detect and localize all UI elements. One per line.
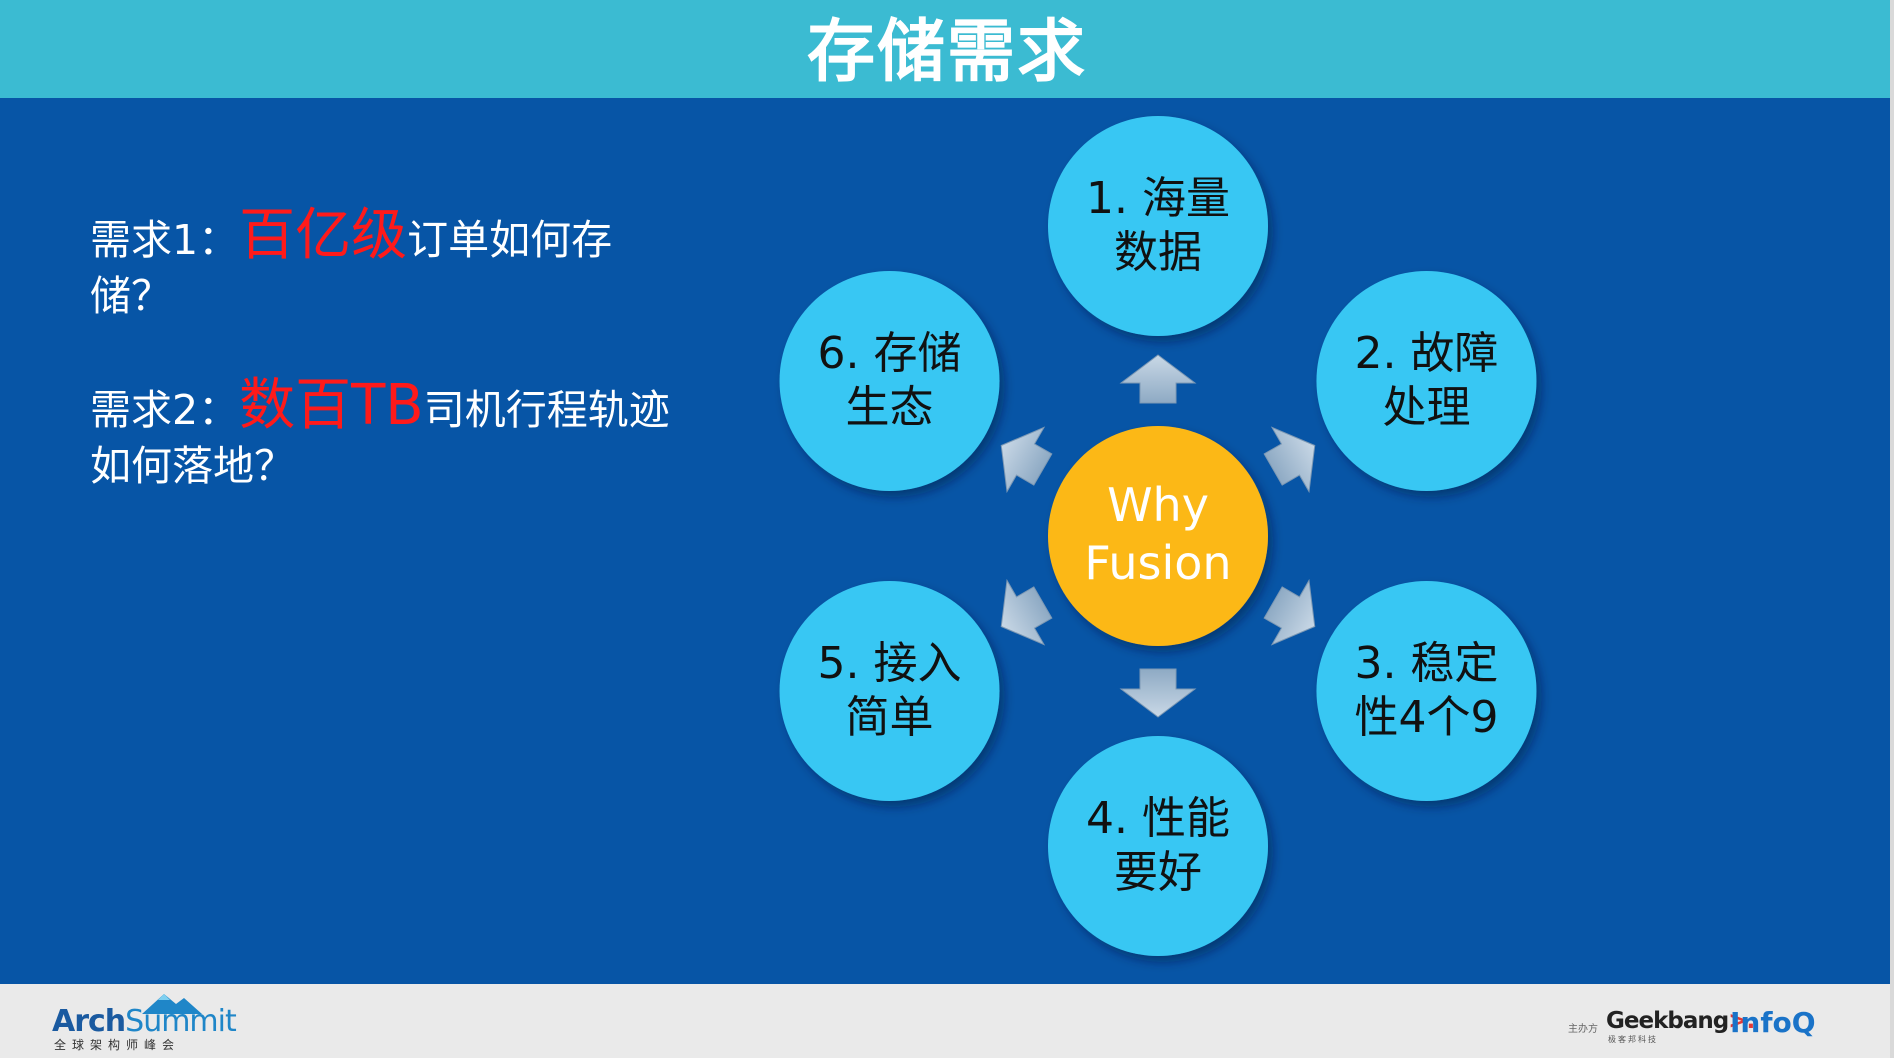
center-circle	[1048, 426, 1268, 646]
circle-group	[779, 116, 1537, 956]
header-bar	[0, 0, 1894, 98]
node-label-line1: 5. 接入	[817, 638, 962, 689]
arrow-3	[1263, 578, 1316, 646]
node-label-line2: 要好	[1114, 847, 1202, 898]
requirement-1-prefix: 需求1：	[90, 216, 240, 264]
requirement-2-suffix: 司机行程轨迹如何落地？	[90, 386, 670, 490]
node-label-line2: 生态	[845, 382, 934, 433]
node-circle-3	[1316, 581, 1537, 801]
node-label-6: 6. 存储生态	[790, 327, 990, 435]
node-label-line1: 1. 海量	[1086, 173, 1230, 224]
summit-text: Summit	[125, 1004, 237, 1039]
node-label-line1: 6. 存储	[817, 328, 962, 379]
geekbang-logo: Geekbang>.	[1606, 1008, 1755, 1034]
mountain-icon	[142, 994, 202, 1014]
sponsor-label: 主办方	[1568, 1024, 1598, 1035]
node-label-5: 5. 接入简单	[790, 637, 990, 745]
node-circle-6	[779, 271, 1000, 491]
node-label-line2: 性4个9	[1354, 692, 1499, 743]
center-label-line1: Why	[1107, 478, 1209, 532]
arrow-4	[1119, 668, 1197, 718]
requirement-2-highlight: 数百TB	[239, 373, 424, 438]
node-label-line2: 简单	[845, 692, 934, 743]
arrow-2	[1263, 426, 1316, 494]
node-label-line1: 4. 性能	[1086, 793, 1230, 844]
requirement-1-suffix: 订单如何存储？	[90, 216, 613, 320]
node-circle-4	[1048, 736, 1268, 956]
node-label-line2: 处理	[1382, 382, 1471, 433]
node-circle-5	[779, 581, 1000, 801]
sponsor-logos: 主办方 Geekbang>. 极客邦科技 InfoQ	[1568, 1002, 1828, 1052]
node-label-1: 1. 海量数据	[1058, 172, 1258, 280]
requirement-1-highlight: 百亿级	[239, 203, 408, 268]
node-circle-2	[1316, 271, 1537, 491]
slide-title: 存储需求	[806, 13, 1087, 92]
node-label-2: 2. 故障处理	[1326, 327, 1526, 435]
archsummit-logo: ArchSummit 全球架构师峰会	[52, 990, 237, 1052]
node-label-line1: 3. 稳定	[1354, 638, 1499, 689]
node-circle-1	[1048, 116, 1268, 336]
node-label-line2: 数据	[1114, 227, 1202, 278]
footer-bar	[0, 984, 1890, 1058]
slide-edge	[1890, 0, 1894, 1058]
arrow-group	[1000, 354, 1316, 718]
archsummit-subtitle: 全球架构师峰会	[54, 1038, 181, 1052]
center-label-line2: Fusion	[1084, 536, 1232, 590]
arrow-5	[1000, 578, 1053, 646]
arrow-1	[1119, 354, 1197, 404]
geekbang-subtitle: 极客邦科技	[1608, 1035, 1658, 1044]
geekbang-text: Geekbang	[1606, 1008, 1729, 1034]
requirement-1: 需求1：百亿级订单如何存储？	[90, 208, 690, 324]
arrow-6	[1000, 426, 1053, 494]
geekbang-arrow: >.	[1728, 1008, 1755, 1034]
slide-body	[0, 98, 1890, 984]
node-label-3: 3. 稳定性4个9	[1326, 637, 1526, 745]
arch-text: Arch	[52, 1004, 126, 1039]
requirement-2: 需求2：数百TB司机行程轨迹如何落地？	[90, 378, 690, 494]
node-label-4: 4. 性能要好	[1058, 792, 1258, 900]
node-label-line1: 2. 故障	[1354, 328, 1499, 379]
archsummit-text: ArchSummit	[52, 1004, 237, 1039]
infoq-logo: InfoQ	[1730, 1006, 1816, 1039]
requirement-2-prefix: 需求2：	[90, 386, 240, 434]
